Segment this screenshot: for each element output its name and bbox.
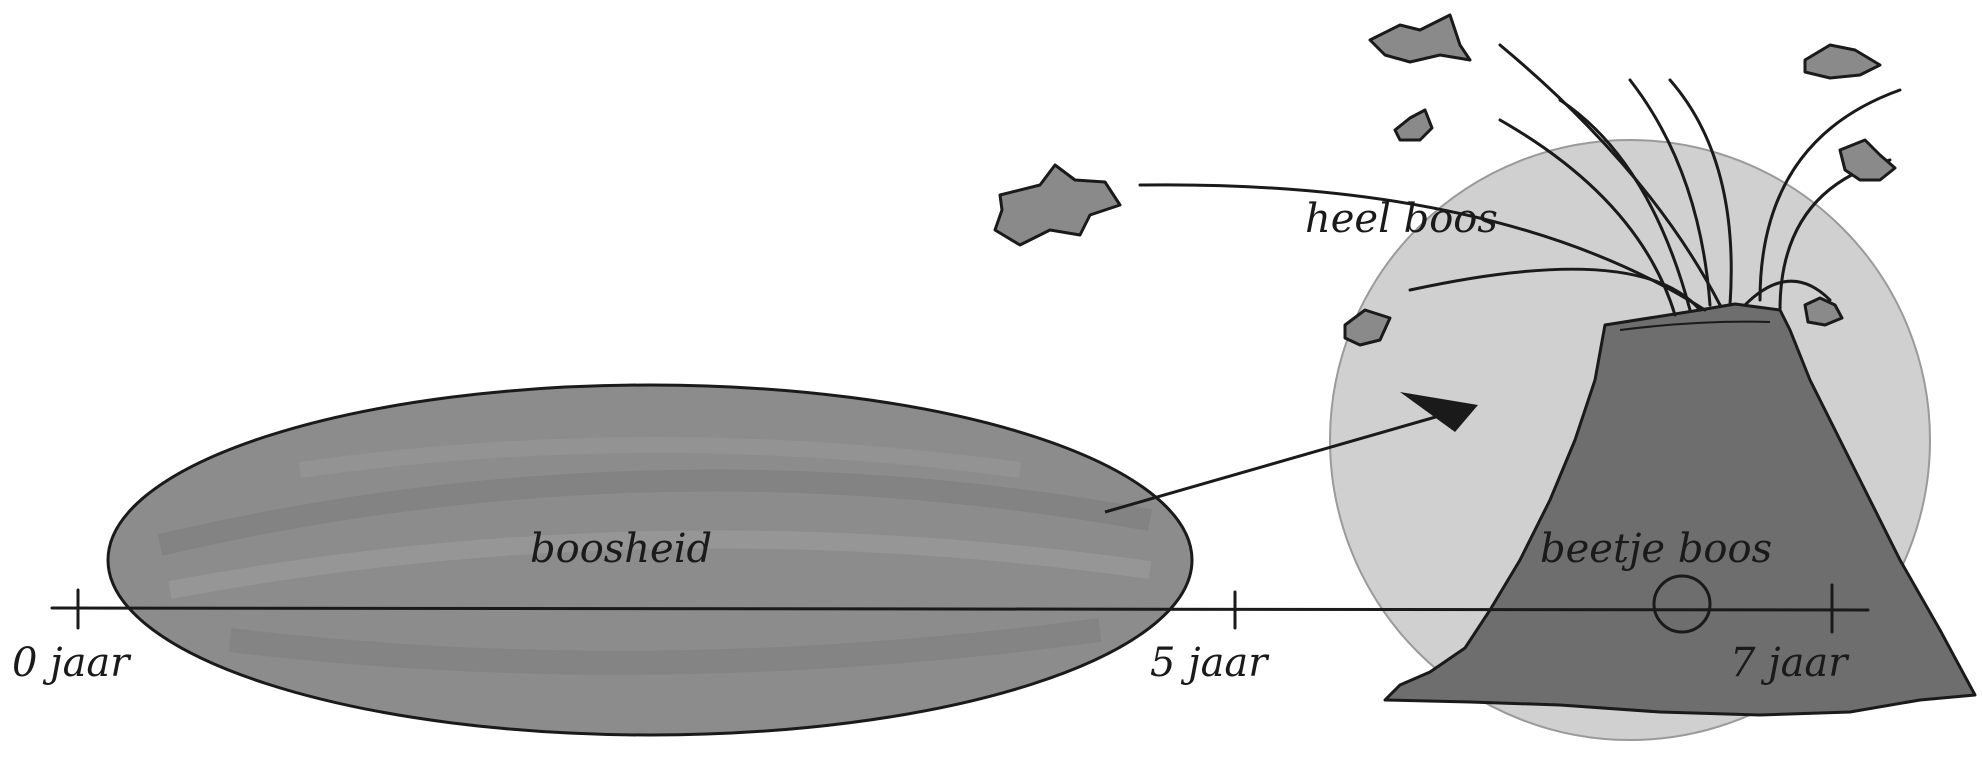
tick-label-7: 7 jaar [1730, 640, 1850, 686]
tick-label-5: 5 jaar [1150, 640, 1270, 686]
label-beetje-boos: beetje boos [1540, 526, 1772, 572]
tick-label-0: 0 jaar [12, 640, 132, 686]
label-boosheid: boosheid [530, 526, 712, 572]
label-heel-boos: heel boos [1305, 196, 1498, 242]
